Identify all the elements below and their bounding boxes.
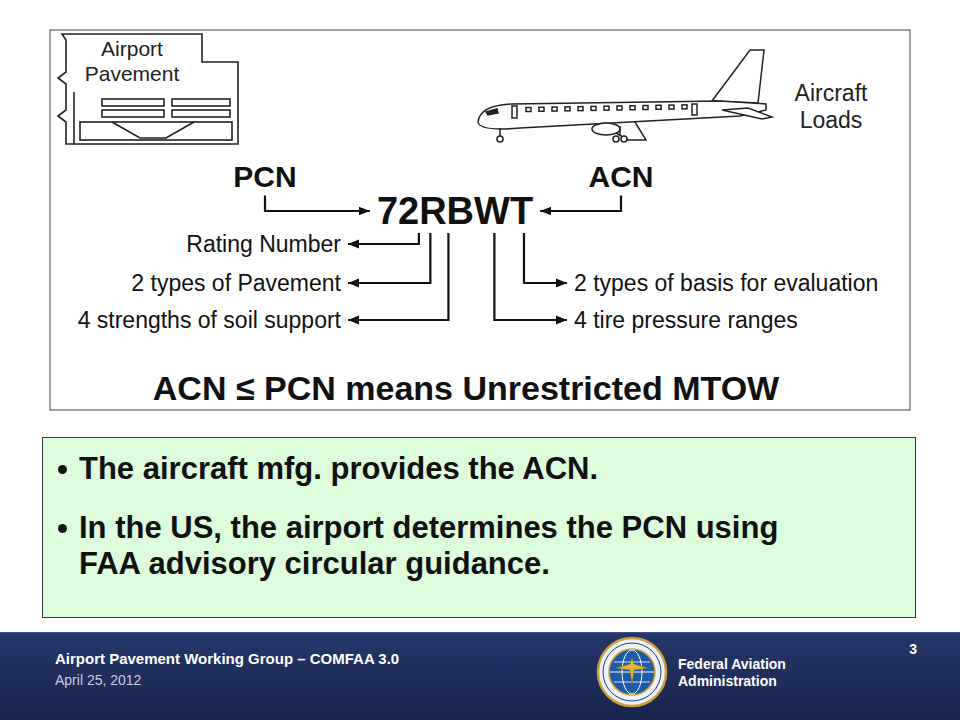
code-part-label-text: 2 types of Pavement bbox=[131, 270, 341, 296]
code-part-label-text: 4 strengths of soil support bbox=[78, 307, 341, 333]
airplane-drawing bbox=[621, 136, 627, 142]
pavement-drawing bbox=[58, 34, 238, 144]
connector-arrow bbox=[348, 233, 448, 320]
pavement-drawing bbox=[172, 99, 230, 106]
airplane-drawing bbox=[512, 106, 517, 118]
bullet-dot bbox=[58, 524, 67, 533]
airplane-window bbox=[630, 106, 635, 110]
drawing-label: Aircraft Loads bbox=[778, 80, 884, 134]
airplane-window bbox=[656, 105, 661, 109]
airplane-window bbox=[591, 106, 596, 110]
note-text: In the US, the airport determines the PC… bbox=[79, 510, 809, 583]
airplane-drawing bbox=[592, 123, 620, 135]
airplane-drawing bbox=[619, 126, 621, 136]
pavement-drawing bbox=[172, 110, 230, 117]
faa-seal bbox=[603, 643, 661, 701]
rating-term: ACN bbox=[585, 158, 658, 195]
airplane-drawing bbox=[478, 101, 766, 129]
rating-term-text: PCN bbox=[233, 160, 296, 193]
code-part-label: 2 types of basis for evaluation bbox=[570, 268, 882, 298]
connector-arrow bbox=[540, 196, 621, 212]
footer-date: April 25, 2012 bbox=[55, 672, 141, 689]
footer-bar bbox=[0, 632, 960, 720]
faa-seal bbox=[598, 638, 666, 706]
airplane-window bbox=[552, 107, 557, 111]
footer-rule bbox=[0, 632, 960, 633]
connector-arrow bbox=[348, 233, 430, 283]
airplane-drawing bbox=[486, 109, 498, 115]
code-part-label-text: Rating Number bbox=[186, 231, 341, 257]
airplane-window bbox=[578, 107, 583, 111]
airplane-window bbox=[682, 105, 687, 109]
pcn-code-text: 72RBWT bbox=[377, 192, 533, 230]
pavement-drawing bbox=[102, 110, 164, 117]
airplane-drawing bbox=[692, 104, 697, 115]
airplane-window bbox=[669, 105, 674, 109]
airplane-drawing bbox=[613, 136, 619, 142]
pavement-drawing bbox=[73, 92, 75, 144]
code-part-label: 2 types of Pavement bbox=[127, 268, 345, 298]
airplane-drawing bbox=[499, 128, 501, 136]
airplane-window bbox=[617, 106, 622, 110]
airplane-drawing bbox=[722, 108, 772, 119]
faa-seal bbox=[598, 638, 666, 706]
airplane-windows bbox=[526, 105, 687, 112]
note-text: The aircraft mfg. provides the ACN. bbox=[79, 451, 809, 488]
pavement-drawing bbox=[80, 122, 232, 140]
rating-term-text: ACN bbox=[589, 160, 654, 193]
bullet-row: The aircraft mfg. provides the ACN. bbox=[79, 451, 895, 488]
airplane-drawing bbox=[712, 50, 764, 103]
figure-frame bbox=[50, 30, 910, 410]
bullet-row: In the US, the airport determines the PC… bbox=[79, 510, 895, 583]
connector-arrow bbox=[494, 233, 567, 320]
pavement-drawing bbox=[112, 122, 194, 138]
pcn-code: 72RBWT bbox=[373, 190, 537, 232]
connector-arrow bbox=[265, 196, 370, 212]
agency-name: Federal Aviation Administration bbox=[678, 656, 810, 689]
airplane-window bbox=[526, 108, 531, 112]
airplane-window bbox=[604, 106, 609, 110]
rule-statement: ACN ≤ PCN means Unrestricted MTOW bbox=[153, 368, 779, 408]
code-part-label-text: 4 tire pressure ranges bbox=[574, 307, 798, 333]
airplane-window bbox=[539, 107, 544, 111]
pavement-drawing bbox=[58, 34, 238, 144]
rating-term: PCN bbox=[229, 158, 300, 195]
airplane-drawing bbox=[497, 136, 503, 142]
code-part-label-text: 2 types of basis for evaluation bbox=[574, 270, 878, 296]
code-part-label: 4 strengths of soil support bbox=[74, 305, 345, 335]
code-part-label: 4 tire pressure ranges bbox=[570, 305, 802, 335]
footer-title: Airport Pavement Working Group – COMFAA … bbox=[55, 650, 399, 668]
connector-arrow bbox=[348, 233, 419, 244]
airplane-drawing bbox=[478, 50, 772, 142]
page-number: 3 bbox=[909, 641, 917, 658]
bullet-dot bbox=[58, 465, 67, 474]
connector-arrow bbox=[524, 233, 567, 283]
code-part-label: Rating Number bbox=[182, 229, 345, 259]
pavement-drawing bbox=[102, 99, 164, 106]
drawing-label: Airport Pavement bbox=[68, 37, 196, 87]
faa-seal bbox=[609, 649, 655, 695]
airplane-window bbox=[565, 107, 570, 111]
note-panel: The aircraft mfg. provides the ACN. In th… bbox=[42, 437, 916, 618]
airplane-window bbox=[643, 106, 648, 110]
faa-seal bbox=[616, 658, 648, 684]
